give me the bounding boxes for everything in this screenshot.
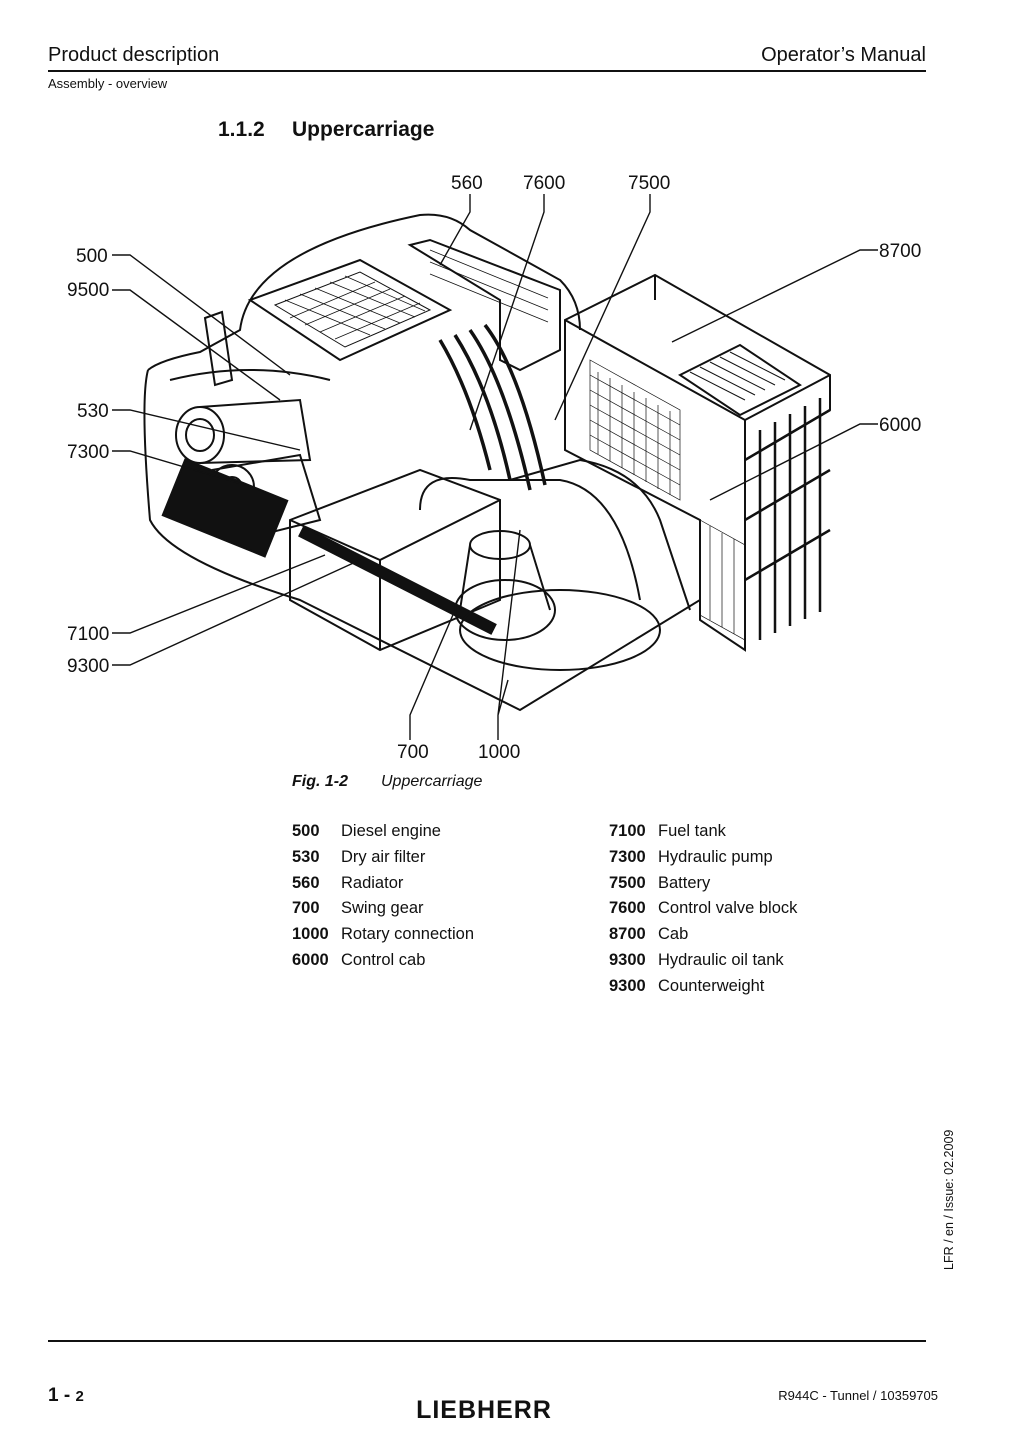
callout-7100: 7100: [67, 624, 109, 645]
liebherr-logo: LIEBHERR: [416, 1396, 552, 1423]
callout-6000: 6000: [879, 415, 921, 436]
page-number-prefix: 1 -: [48, 1385, 71, 1406]
legend-item: 7100 Fuel tank: [609, 822, 797, 848]
callout-7600: 7600: [523, 173, 565, 194]
callout-labels: 560 7600 7500 500 9500 8700 530 7300 600…: [67, 173, 921, 763]
legend-number: 7100: [609, 822, 646, 840]
header-left-title: Product description: [48, 44, 220, 66]
callout-leader-lines: [112, 194, 878, 740]
legend-item: 530 Dry air filter: [292, 848, 474, 874]
callout-560: 560: [451, 173, 483, 194]
legend-item: 1000 Rotary connection: [292, 925, 474, 951]
callout-8700: 8700: [879, 241, 921, 262]
callout-700: 700: [397, 742, 429, 763]
page-number-value: 2: [75, 1388, 84, 1405]
uppercarriage-drawing: 560 7600 7500 500 9500 8700 530 7300 600…: [67, 173, 921, 763]
document-reference: R944C - Tunnel / 10359705: [778, 1388, 938, 1403]
callout-7300: 7300: [67, 442, 109, 463]
cab-side-mesh: [589, 359, 746, 641]
header-divider: [48, 70, 926, 72]
legend-item: 8700 Cab: [609, 925, 797, 951]
cab-roof-hatch: [689, 351, 786, 401]
callout-500: 500: [76, 246, 108, 267]
page-number: 1 - 2: [48, 1385, 84, 1407]
legend-number: 500: [292, 822, 320, 840]
legend-label: Counterweight: [658, 976, 765, 995]
engine-grille-hatch: [284, 275, 426, 340]
legend-item: 6000 Control cab: [292, 951, 474, 977]
legend-number: 6000: [292, 950, 329, 969]
legend-label: Cab: [658, 925, 689, 944]
legend-item: 7600 Control valve block: [609, 899, 797, 925]
callout-9300: 9300: [67, 656, 109, 677]
logo-wordmark: LIEBHERR: [416, 1396, 552, 1423]
legend-label: Dry air filter: [341, 847, 426, 866]
legend-label: Control valve block: [658, 899, 798, 918]
callout-1000: 1000: [478, 742, 520, 763]
header-right-title: Operator’s Manual: [761, 44, 926, 66]
legend-number: 7300: [609, 847, 646, 866]
machine-illustration: [143, 213, 831, 712]
legend-number: 700: [292, 899, 320, 918]
section-title: Uppercarriage: [292, 118, 435, 141]
legend-number: 7600: [609, 899, 646, 918]
legend-number: 1000: [292, 925, 329, 944]
legend-item: 9300 Counterweight: [609, 977, 797, 1003]
legend-number: 9300: [609, 976, 646, 995]
legend-item: 9300 Hydraulic oil tank: [609, 951, 797, 977]
callout-7500: 7500: [628, 173, 670, 194]
figure-caption-label: Fig. 1-2: [292, 773, 349, 790]
issue-side-note: LFR / en / Issue: 02.2009: [942, 1129, 956, 1270]
legend-number: 560: [292, 873, 320, 892]
legend-item: 560 Radiator: [292, 874, 474, 900]
legend-label: Rotary connection: [341, 925, 474, 944]
legend-item: 700 Swing gear: [292, 899, 474, 925]
figure-caption-text: Uppercarriage: [381, 773, 483, 790]
legend-label: Control cab: [341, 950, 426, 969]
legend-number: 530: [292, 847, 320, 866]
legend-item: 7300 Hydraulic pump: [609, 848, 797, 874]
header-subtitle: Assembly - overview: [48, 76, 168, 91]
section-number: 1.1.2: [218, 118, 265, 141]
legend-label: Diesel engine: [341, 822, 441, 840]
legend-right-column: 7100 Fuel tank 7300 Hydraulic pump 7500 Bat…: [609, 822, 797, 1003]
legend-label: Radiator: [341, 873, 404, 892]
callout-9500: 9500: [67, 280, 109, 301]
footer-divider: [48, 1340, 926, 1342]
legend-item: 7500 Battery: [609, 874, 797, 900]
legend-item: 500 Diesel engine: [292, 822, 474, 848]
legend-number: 9300: [609, 950, 646, 969]
callout-530: 530: [77, 401, 109, 422]
legend-label: Fuel tank: [658, 822, 726, 840]
legend-left-column: 500 Diesel engine 530 Dry air filter 560 Ra…: [292, 822, 474, 977]
legend-label: Hydraulic oil tank: [658, 950, 784, 969]
legend-label: Swing gear: [341, 899, 424, 918]
legend-number: 7500: [609, 873, 646, 892]
cab-guard-bars: [744, 398, 831, 640]
legend-label: Hydraulic pump: [658, 847, 773, 866]
legend-label: Battery: [658, 873, 711, 892]
legend-number: 8700: [609, 925, 646, 944]
